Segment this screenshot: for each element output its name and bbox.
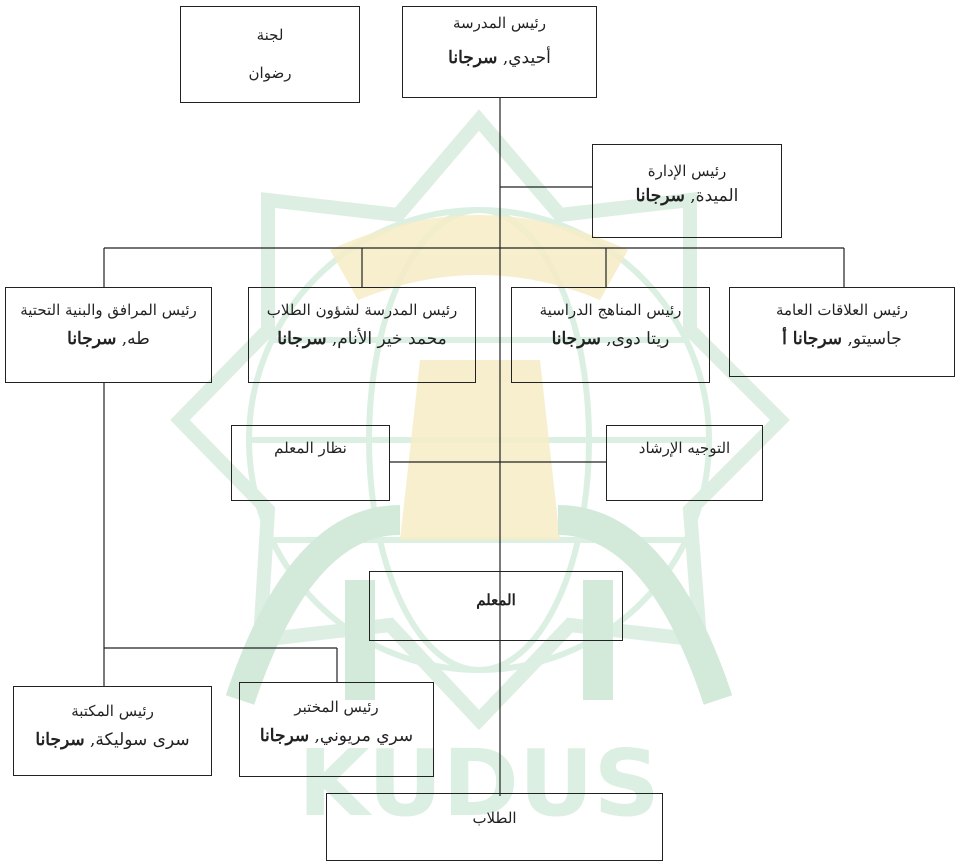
lab-name: سري مريوني, سرجانا (240, 725, 433, 747)
committee-name: رضوان (248, 64, 292, 82)
watermark-emblem-gold (330, 215, 628, 300)
box-counseling: التوجيه الإرشاد (606, 425, 763, 501)
admin-name: الميدة, سرجانا (593, 185, 781, 207)
library-name-bold: سرجانا (35, 730, 85, 750)
library-name-plain: سرى سوليكة, (90, 730, 190, 750)
public-relations-title: رئيس العلاقات العامة (775, 301, 908, 319)
box-student-affairs: رئيس المدرسة لشؤون الطلاب محمد خير الأنا… (248, 287, 476, 383)
library-name: سرى سوليكة, سرجانا (14, 729, 211, 751)
box-teacher-supervisor: نظار المعلم (231, 425, 390, 501)
student-affairs-name-plain: محمد خير الأنام, (331, 329, 447, 349)
curriculum-name-plain: ريتا دوى, (606, 329, 670, 349)
curriculum-name: ريتا دوى, سرجانا (512, 328, 709, 350)
box-principal: رئيس المدرسة أحيدي, سرجانا (402, 6, 597, 98)
facilities-title: رئيس المرافق والبنية التحتية (20, 301, 197, 319)
box-lab: رئيس المختبر سري مريوني, سرجانا (239, 682, 434, 777)
facilities-name-plain: طه, (121, 329, 150, 349)
principal-name-plain: أحيدي, (502, 48, 551, 68)
box-committee: لجنة رضوان (180, 6, 360, 103)
student-affairs-title: رئيس المدرسة لشؤون الطلاب (266, 301, 458, 319)
principal-name-bold: سرجانا (448, 48, 498, 68)
box-teacher: المعلم (369, 571, 623, 641)
admin-title: رئيس الإدارة (647, 162, 727, 180)
committee-title: لجنة (256, 26, 284, 44)
lab-title: رئيس المختبر (294, 698, 379, 716)
lab-name-bold: سرجانا (259, 726, 310, 746)
box-students: الطلاب (326, 793, 663, 861)
principal-title: رئيس المدرسة (453, 14, 546, 32)
public-relations-name-plain: جاسيتو, (847, 329, 902, 349)
lab-name-plain: سري مريوني, (314, 726, 414, 746)
student-affairs-name: محمد خير الأنام, سرجانا (249, 328, 475, 350)
curriculum-name-bold: سرجانا (551, 329, 601, 349)
teacher-supervisor-label: نظار المعلم (274, 439, 347, 457)
watermark-star-shape (170, 109, 790, 731)
box-library: رئيس المكتبة سرى سوليكة, سرجانا (13, 686, 212, 776)
box-public-relations: رئيس العلاقات العامة جاسيتو, سرجانا أ (729, 287, 955, 377)
public-relations-name-bold: سرجانا أ (782, 329, 843, 349)
facilities-name: طه, سرجانا (6, 328, 211, 350)
watermark-text: KUDUS (298, 730, 660, 837)
students-label: الطلاب (472, 809, 517, 827)
counseling-label: التوجيه الإرشاد (638, 439, 731, 457)
box-curriculum: رئيس المناهج الدراسية ريتا دوى, سرجانا (511, 287, 710, 383)
curriculum-title: رئيس المناهج الدراسية (539, 301, 682, 319)
facilities-name-bold: سرجانا (67, 329, 117, 349)
student-affairs-name-bold: سرجانا (277, 329, 327, 349)
teacher-label: المعلم (476, 591, 516, 609)
box-facilities: رئيس المرافق والبنية التحتية طه, سرجانا (5, 287, 212, 383)
admin-name-bold: سرجانا (635, 186, 685, 206)
admin-name-plain: الميدة, (690, 186, 739, 206)
library-title: رئيس المكتبة (71, 702, 154, 720)
public-relations-name: جاسيتو, سرجانا أ (730, 328, 954, 350)
box-admin: رئيس الإدارة الميدة, سرجانا (592, 144, 782, 238)
principal-name: أحيدي, سرجانا (403, 47, 596, 69)
